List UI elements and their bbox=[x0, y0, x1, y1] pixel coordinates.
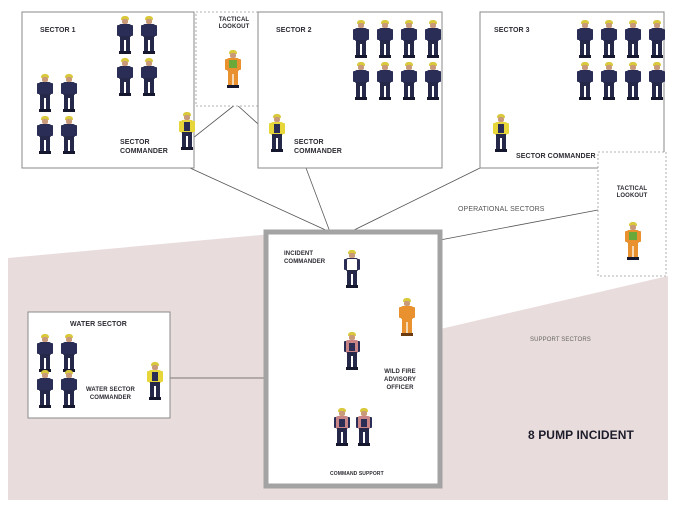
tactical-lookout-right-label: TACTICAL LOOKOUT bbox=[616, 186, 648, 199]
firefighter-crew-figure bbox=[116, 16, 134, 54]
wild-fire-advisory-officer-label: WILD FIRE ADVISORY OFFICER bbox=[384, 369, 416, 391]
command-support-figure bbox=[333, 408, 351, 446]
incident-commander-figure bbox=[343, 250, 361, 288]
sector-commander-figure bbox=[178, 112, 196, 150]
water-sector-label: WATER SECTOR bbox=[70, 321, 127, 328]
firefighter-crew-figure bbox=[648, 20, 666, 58]
firefighter-crew-figure bbox=[352, 20, 370, 58]
support-sectors-region-right bbox=[436, 276, 668, 500]
water-sector-box bbox=[27, 311, 171, 419]
sector-commander-figure bbox=[492, 114, 510, 152]
command-support-label: COMMAND SUPPORT bbox=[330, 471, 384, 477]
firefighter-crew-figure bbox=[576, 62, 594, 100]
command-support-figure bbox=[343, 332, 361, 370]
firefighter-crew-figure bbox=[624, 20, 642, 58]
firefighter-crew-figure bbox=[624, 62, 642, 100]
sector-1-label: SECTOR 1 bbox=[40, 27, 76, 34]
tactical-lookout-top-label: TACTICAL LOOKOUT bbox=[218, 17, 250, 30]
firefighter-crew-figure bbox=[60, 116, 78, 154]
sector-commander-2-label: SECTOR COMMANDER bbox=[294, 139, 342, 155]
firefighter-crew-figure bbox=[400, 20, 418, 58]
firefighter-crew-figure bbox=[60, 74, 78, 112]
firefighter-crew-figure bbox=[376, 62, 394, 100]
firefighter-crew-figure bbox=[60, 334, 78, 372]
firefighter-crew-figure bbox=[600, 62, 618, 100]
water-sector-commander-label: WATER SECTOR COMMANDER bbox=[86, 387, 135, 401]
sector-2-label: SECTOR 2 bbox=[276, 27, 312, 34]
sector-commander-3-label: SECTOR COMMANDER bbox=[516, 153, 596, 160]
sector-commander-1-label: SECTOR COMMANDER bbox=[120, 139, 168, 155]
firefighter-crew-figure bbox=[140, 58, 158, 96]
firefighter-crew-figure bbox=[60, 370, 78, 408]
tactical-lookout-figure bbox=[224, 50, 242, 88]
command-support-figure bbox=[355, 408, 373, 446]
firefighter-crew-figure bbox=[600, 20, 618, 58]
firefighter-crew-figure bbox=[36, 370, 54, 408]
sector-commander-figure bbox=[146, 362, 164, 400]
incident-commander-label: INCIDENT COMMANDER bbox=[284, 251, 326, 265]
support-sectors-label: SUPPORT SECTORS bbox=[530, 337, 591, 343]
firefighter-crew-figure bbox=[36, 116, 54, 154]
firefighter-crew-figure bbox=[424, 20, 442, 58]
firefighter-crew-figure bbox=[352, 62, 370, 100]
incident-title: 8 PUMP INCIDENT bbox=[528, 428, 634, 442]
firefighter-crew-figure bbox=[376, 20, 394, 58]
wild-fire-advisory-officer-figure bbox=[398, 298, 416, 336]
firefighter-crew-figure bbox=[36, 334, 54, 372]
tactical-lookout-figure bbox=[624, 222, 642, 260]
firefighter-crew-figure bbox=[576, 20, 594, 58]
firefighter-crew-figure bbox=[648, 62, 666, 100]
firefighter-crew-figure bbox=[424, 62, 442, 100]
firefighter-crew-figure bbox=[140, 16, 158, 54]
firefighter-crew-figure bbox=[116, 58, 134, 96]
operational-sectors-label: OPERATIONAL SECTORS bbox=[458, 206, 545, 213]
sector-3-label: SECTOR 3 bbox=[494, 27, 530, 34]
firefighter-crew-figure bbox=[400, 62, 418, 100]
sector-commander-figure bbox=[268, 114, 286, 152]
firefighter-crew-figure bbox=[36, 74, 54, 112]
